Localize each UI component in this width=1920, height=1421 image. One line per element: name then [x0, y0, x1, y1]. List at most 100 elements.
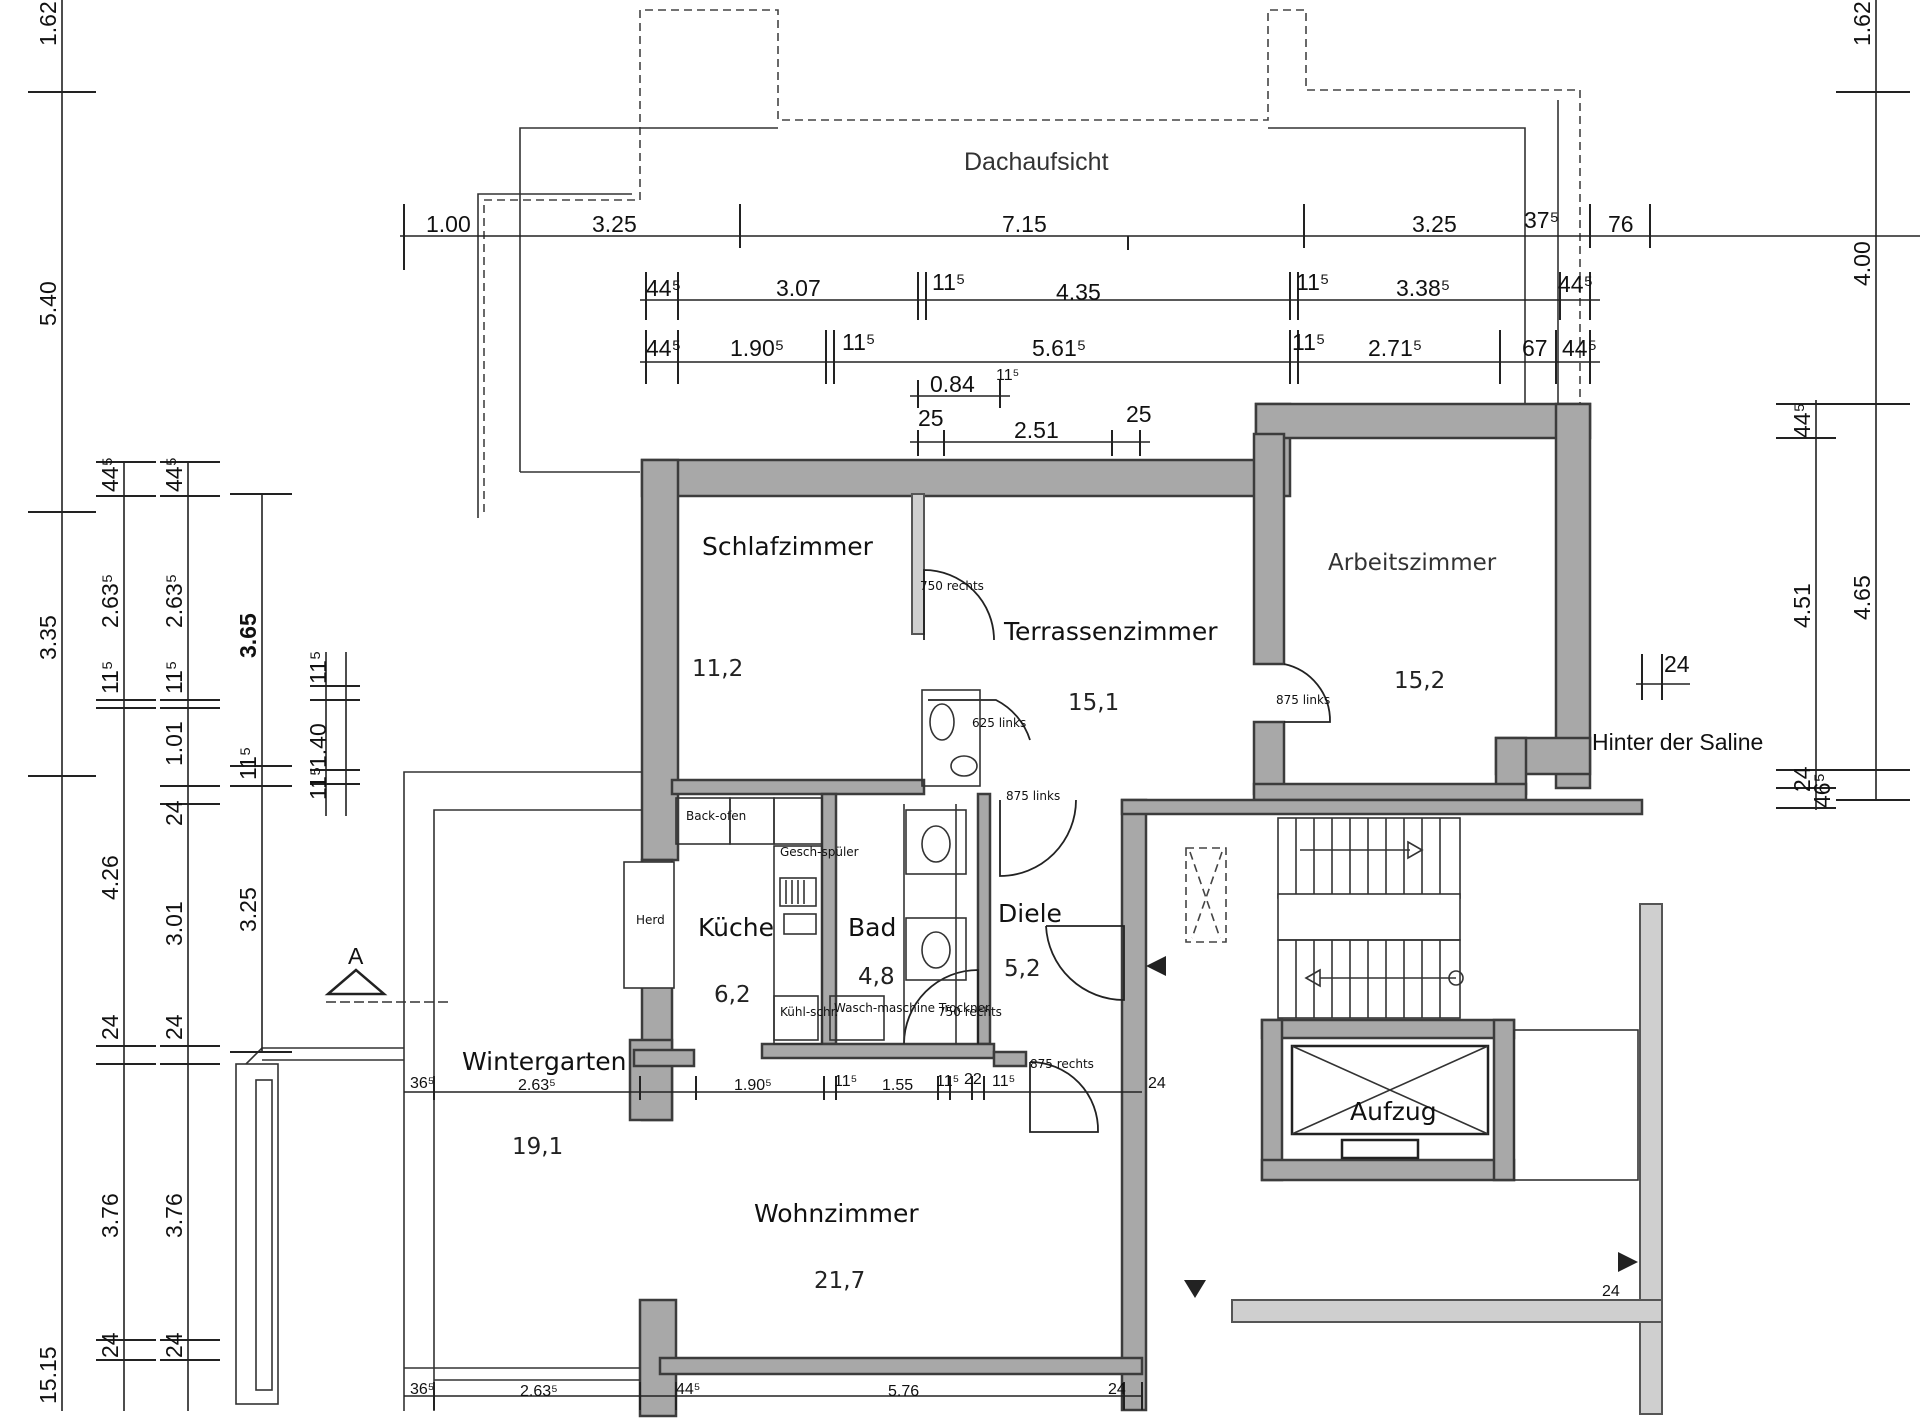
dim-left-outer-3: 3.35 — [35, 615, 61, 660]
dim-small-5: 25 — [1126, 401, 1152, 427]
dim-left-mid-3: 11⁵ — [97, 661, 123, 694]
dim-left-inner-8: 3.76 — [161, 1193, 187, 1238]
dim-row2-7: 44⁵ — [1558, 271, 1593, 297]
elevator-label: Aufzug — [1350, 1097, 1437, 1126]
dim-left-mid-6: 3.76 — [97, 1193, 123, 1238]
dim-left-outer-4: 4.26 — [97, 855, 123, 900]
dim-left-mid-2: 2.63⁵ — [97, 574, 123, 628]
dim-right-1: 1.62⁵ — [1849, 0, 1875, 46]
direction-markers — [1146, 956, 1638, 1298]
dim-row3-4: 5.61⁵ — [1032, 335, 1086, 361]
dim-int-9: 24 — [1148, 1075, 1166, 1092]
room-name-terrassenzimmer: Terrassenzimmer — [1003, 617, 1218, 646]
dim-left-mid-7: 24 — [97, 1332, 123, 1358]
dim-left-small-3: 11⁵ — [305, 767, 331, 800]
dim-left-outer-1: 1.62⁵ — [35, 0, 61, 46]
dim-right-6: 24 — [1789, 766, 1815, 792]
staircase — [1277, 817, 1639, 1181]
room-area-arbeitszimmer: 15,2 — [1394, 668, 1445, 694]
dim-left-inner2-2: 11⁵ — [235, 747, 261, 780]
dim-int-10: 24 — [1602, 1283, 1620, 1300]
dim-left-inner-7: 24 — [161, 1014, 187, 1040]
dim-left-inner-3: 11⁵ — [161, 661, 187, 694]
dim-row3-6: 2.71⁵ — [1368, 335, 1422, 361]
dishwasher-label: Gesch-spüler — [780, 845, 859, 859]
room-area-diele: 5,2 — [1004, 956, 1041, 982]
washer-label: Wasch-maschine Trockner — [834, 1001, 990, 1015]
dim-int-2: 36⁵ — [410, 1075, 434, 1092]
doors — [903, 569, 1331, 1133]
dim-left-small-1: 11⁵ — [305, 651, 331, 684]
room-area-wohnzimmer: 21,7 — [814, 1268, 865, 1294]
door-label-2: 625 links — [972, 716, 1026, 730]
dim-bottom-2: 2.63⁵ — [520, 1383, 558, 1400]
dim-bottom-4: 5.76 — [888, 1383, 919, 1400]
dim-int-5: 1.55 — [882, 1077, 913, 1094]
dim-left-inner-4: 1.01 — [161, 721, 187, 766]
dim-int-7: 22 — [964, 1071, 982, 1088]
wintergarten-outline — [403, 771, 642, 1411]
walls — [628, 402, 1663, 1418]
door-label-1: 750 rechts — [920, 579, 984, 593]
dim-left-mid-4: 24 — [97, 1014, 123, 1040]
dim-top-6: 76 — [1608, 211, 1634, 237]
room-name-arbeitszimmer: Arbeitszimmer — [1328, 550, 1497, 576]
dim-row2-1: 44⁵ — [646, 275, 681, 301]
dim-left-inner-2: 2.63⁵ — [161, 574, 187, 628]
dim-int-1: 2.63⁵ — [518, 1077, 556, 1094]
section-marker-label: A — [348, 943, 364, 969]
dim-right-3: 44⁵ — [1789, 403, 1815, 438]
dim-left-inner-1: 44⁵ — [161, 457, 187, 492]
oven-label: Back-ofen — [686, 809, 746, 823]
dim-small-4: 2.51 — [1014, 417, 1059, 443]
dim-top-4: 3.25 — [1412, 211, 1457, 237]
room-name-kueche: Küche — [698, 913, 774, 942]
stove-label: Herd — [636, 913, 665, 927]
room-area-terrassenzimmer: 15,1 — [1068, 690, 1119, 716]
dim-row2-3: 11⁵ — [932, 269, 965, 295]
elevator: Aufzug — [1290, 1044, 1490, 1160]
room-name-wintergarten: Wintergarten — [462, 1047, 626, 1076]
room-name-bad: Bad — [848, 913, 896, 942]
dim-bottom-1: 36⁵ — [410, 1381, 434, 1398]
dim-right-2: 4.00 — [1849, 241, 1875, 286]
roof-outline — [477, 9, 1581, 518]
street-label: Hinter der Saline — [1592, 729, 1763, 755]
dim-left-inner-6: 3.01 — [161, 901, 187, 946]
dim-small-3: 25 — [918, 405, 944, 431]
dim-left-inner2-1: 3.65 — [235, 613, 261, 658]
fixtures: Back-ofen Herd Gesch-spüler Kühl-schr. W… — [623, 689, 990, 1045]
dimensions-interior: 2.63⁵ 36⁵ 1.90⁵ 11⁵ 1.55 11⁵ 22 11⁵ 24 2… — [404, 1071, 1620, 1300]
room-name-schlafzimmer: Schlafzimmer — [702, 532, 874, 561]
dim-left-inner2-3: 3.25 — [235, 887, 261, 932]
room-name-diele: Diele — [998, 899, 1062, 928]
dim-right-7: 46⁵ — [1809, 773, 1835, 808]
dim-left-small-2: 1.40 — [305, 723, 331, 768]
dim-left-mid-1: 44⁵ — [97, 457, 123, 492]
fridge-label: Kühl-schr. — [780, 1005, 838, 1019]
room-area-schlafzimmer: 11,2 — [692, 656, 743, 682]
dimensions-bottom: 36⁵ 2.63⁵ 44⁵ 5.76 24 — [404, 1381, 1143, 1410]
dim-int-4: 11⁵ — [834, 1073, 857, 1090]
dim-small-2: 11⁵ — [996, 367, 1019, 384]
dim-bottom-5: 24 — [1108, 1381, 1126, 1398]
dim-left-outer-2: 5.40 — [35, 281, 61, 326]
dim-row3-8: 44⁵ — [1562, 335, 1597, 361]
dimensions-top: 1.00 3.25 7.15 3.25 37⁵ 76 44⁵ 3.07 11⁵ … — [400, 204, 1920, 456]
room-labels: Schlafzimmer 11,2 Terrassenzimmer 15,1 A… — [462, 148, 1763, 1294]
dim-small-1: 0.84 — [930, 371, 975, 397]
door-label-4: 875 links — [1006, 789, 1060, 803]
dim-int-3: 1.90⁵ — [734, 1077, 772, 1094]
dimensions-left: 1.62⁵ 5.40 3.35 15.15 44⁵ 2.63⁵ 11⁵ 4.26… — [28, 0, 360, 1411]
dim-int-6: 11⁵ — [936, 1073, 959, 1090]
dim-top-2: 3.25 — [592, 211, 637, 237]
dim-left-inner-5: 24 — [161, 800, 187, 826]
balcony-railing — [235, 1047, 404, 1405]
room-area-kueche: 6,2 — [714, 982, 751, 1008]
dim-top-3: 7.15 — [1002, 211, 1047, 237]
dim-top-5: 37⁵ — [1524, 207, 1559, 233]
door-label-6: 875 rechts — [1030, 1057, 1094, 1071]
dim-right-4: 4.51 — [1789, 583, 1815, 628]
dim-left-inner-9: 24 — [161, 1332, 187, 1358]
